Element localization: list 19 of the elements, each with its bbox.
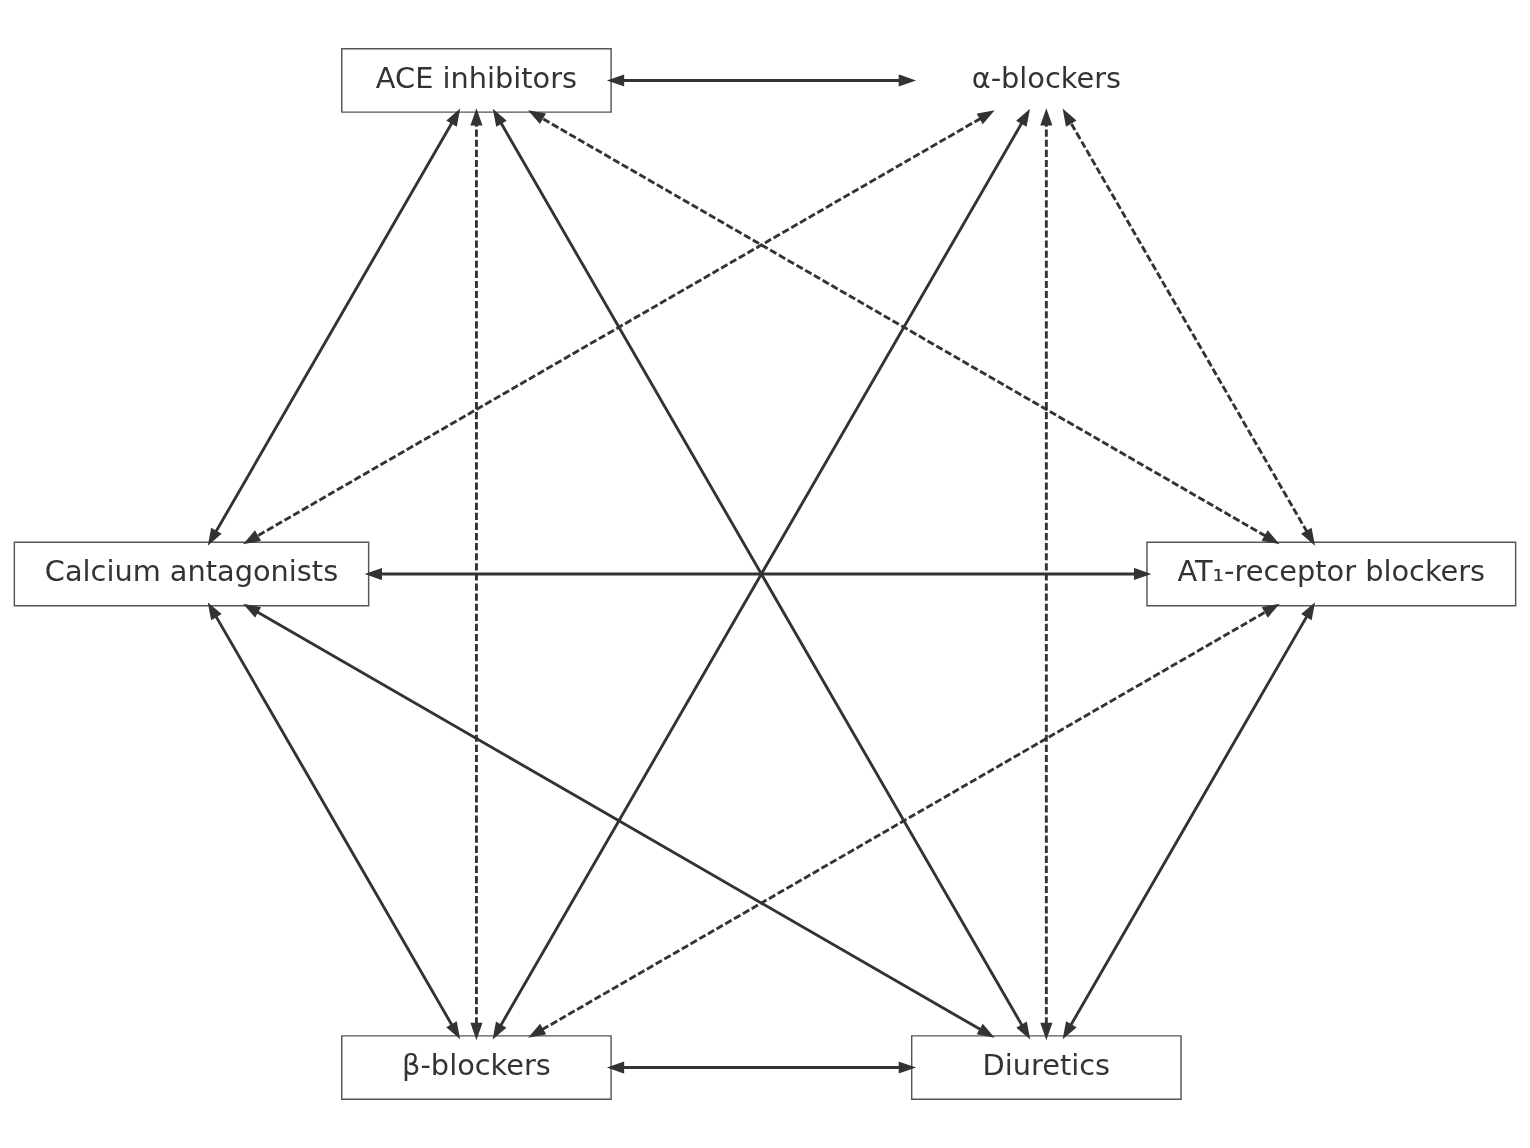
node-box: ACE inhibitors	[341, 48, 612, 113]
arrow	[1062, 602, 1316, 1040]
arrow	[243, 603, 995, 1038]
arrow	[243, 110, 995, 545]
node-box: Calcium antagonists	[13, 541, 370, 607]
arrow	[207, 602, 461, 1040]
node-box: Diuretics	[910, 1035, 1182, 1100]
arrow	[606, 74, 916, 87]
arrow	[527, 110, 1280, 545]
arrow	[528, 603, 1280, 1038]
arrow	[606, 1061, 916, 1074]
arrow	[364, 567, 1152, 581]
node-text: α-blockers	[971, 60, 1122, 95]
arrow	[1040, 108, 1053, 1041]
arrow	[1062, 108, 1316, 546]
node-box: AT₁-receptor blockers	[1146, 541, 1517, 607]
arrow	[207, 108, 461, 546]
node-box: β-blockers	[341, 1035, 612, 1100]
arrow	[470, 108, 483, 1041]
